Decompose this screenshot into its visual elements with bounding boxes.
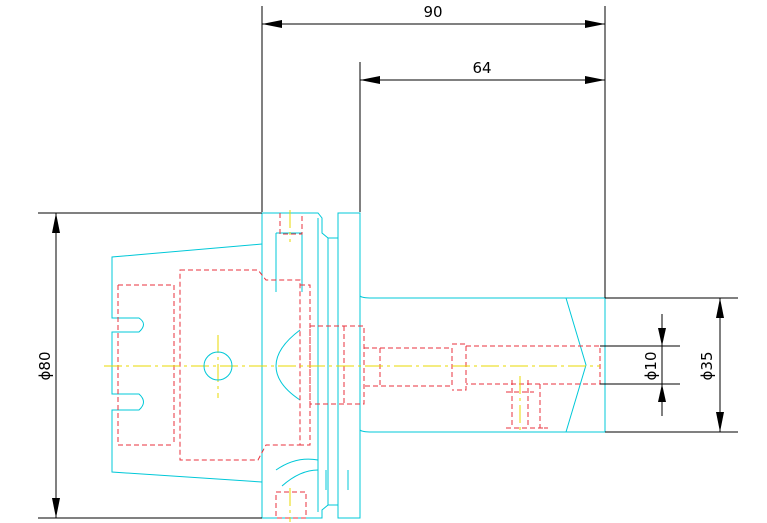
hidden-features	[117, 213, 601, 519]
side-cavity-right	[300, 284, 311, 446]
flange-diameter-label: ϕ80	[36, 352, 54, 381]
dimension-shank-length: 64	[359, 59, 605, 212]
arrow-right	[585, 76, 605, 84]
arrow-bottom	[658, 384, 666, 402]
arrow-top	[716, 298, 724, 318]
dimension-bore-diameter: ϕ10	[600, 314, 680, 416]
drill-bore	[364, 347, 453, 387]
arrow-left	[360, 76, 380, 84]
arrow-left	[262, 20, 282, 28]
arrow-bottom	[716, 412, 724, 432]
taper-outline	[111, 243, 263, 483]
shank-outline	[359, 295, 566, 433]
drive-slot-top	[275, 232, 303, 292]
nose-diameter-label: ϕ35	[698, 352, 716, 381]
arrow-bottom	[52, 498, 60, 518]
key-top	[279, 213, 303, 235]
nose-outline	[565, 297, 606, 433]
drill-step	[452, 343, 601, 391]
center-lines	[104, 210, 600, 522]
arrow-top	[658, 328, 666, 346]
outer-cavity	[117, 284, 175, 446]
overall-length-label: 90	[423, 3, 442, 21]
key-bottom	[275, 491, 307, 519]
bore-diameter-label: ϕ10	[642, 352, 660, 381]
cross-pin-hole	[203, 351, 233, 381]
drive-slot-bottom	[275, 458, 349, 490]
shank-length-label: 64	[472, 59, 491, 77]
arrow-right	[585, 20, 605, 28]
through-bore	[309, 325, 365, 405]
screw-hole	[506, 380, 548, 429]
bore-arc	[275, 329, 301, 401]
dimension-overall-length: 90	[261, 3, 606, 298]
dimension-nose-diameter: ϕ35	[605, 297, 738, 433]
inner-cavity	[179, 269, 301, 461]
dimension-flange-diameter: ϕ80	[36, 212, 262, 519]
arrow-top	[52, 213, 60, 233]
part-outline	[111, 212, 606, 519]
